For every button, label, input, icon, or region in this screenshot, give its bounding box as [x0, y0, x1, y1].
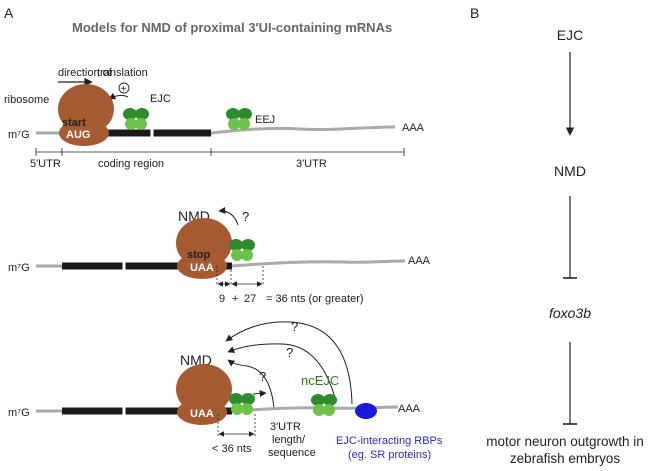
polya-label: AAA — [402, 122, 425, 134]
rbp-line2: (eg. SR proteins) — [348, 449, 431, 461]
b-outcome-line1: motor neuron outgrowth in — [486, 434, 644, 449]
feedback-arrow-1 — [225, 321, 353, 405]
b-outcome-line2: zebrafish embryos — [510, 451, 621, 466]
ejc-near-stop — [229, 393, 255, 415]
mrna-3utr-2 — [231, 259, 406, 268]
nts-plus: + — [232, 293, 238, 305]
cap-label-3: m⁷G — [8, 407, 30, 419]
question-2: ? — [242, 209, 249, 224]
plus-circle — [118, 82, 130, 94]
rbp-oval — [355, 403, 377, 419]
panel-a-title: Models for NMD of proximal 3′UI-containi… — [72, 20, 392, 35]
mrna-3utr — [210, 125, 396, 135]
utr-line1: 3′UTR — [270, 421, 301, 433]
coding-region-label: coding region — [98, 158, 164, 170]
ncejc-complex — [311, 394, 337, 416]
direction-label: direction of — [58, 67, 113, 79]
stop-label: stop — [187, 249, 211, 261]
utr-line2: length/ — [272, 434, 306, 446]
nts-27: 27 — [244, 293, 256, 305]
lt36-label: < 36 nts — [212, 443, 252, 455]
plus-sign: + — [121, 84, 127, 95]
b-nmd: NMD — [554, 163, 586, 179]
ncejc-label: ncEJC — [301, 373, 339, 388]
uaa-label-2: UAA — [190, 262, 214, 274]
utr-line3: sequence — [268, 447, 316, 459]
polya-label-3: AAA — [398, 403, 421, 415]
nmd-label-3: NMD — [180, 352, 212, 368]
translation-label: translation — [97, 67, 148, 79]
ejc-label: EJC — [150, 93, 171, 105]
enhance-arrow — [108, 92, 129, 100]
polya-label-2: AAA — [408, 255, 431, 267]
shift-arrow — [252, 389, 267, 397]
ejc-complex — [123, 108, 149, 130]
uaa-label-3: UAA — [190, 408, 214, 420]
ribosome-large-subunit — [58, 84, 114, 134]
panel-a-letter: A — [4, 5, 14, 21]
ribosome-small-subunit — [59, 120, 109, 146]
nts-9: 9 — [219, 293, 225, 305]
ribosome-small-subunit-2 — [177, 253, 227, 279]
feedback-arrow-3 — [227, 359, 275, 409]
feedback-arrow-2 — [227, 343, 336, 399]
nts-equation: = 36 nts (or greater) — [266, 293, 364, 305]
start-label: start — [62, 117, 86, 129]
utr5-label: 5′UTR — [30, 158, 61, 170]
ribosome-label: ribosome — [4, 94, 49, 106]
ejc-complex-2 — [229, 239, 255, 261]
cap-label-2: m⁷G — [8, 262, 30, 274]
question-3c: ? — [259, 369, 266, 384]
eej-label: EEJ — [255, 114, 275, 126]
model-1: direction of translation + ribosome star… — [4, 67, 425, 170]
eej-complex — [226, 108, 252, 130]
aug-label: AUG — [66, 129, 90, 141]
panel-b-letter: B — [470, 5, 479, 21]
nmd-arrow-2 — [218, 207, 239, 226]
ribosome-small-subunit-3 — [177, 399, 227, 425]
question-3a: ? — [291, 319, 298, 334]
rbp-line1: EJC-interacting RBPs — [336, 435, 443, 447]
cap-label: m⁷G — [8, 129, 30, 141]
b-ejc: EJC — [557, 27, 583, 43]
b-foxo3b: foxo3b — [549, 305, 591, 321]
question-3b: ? — [286, 345, 293, 360]
model-2: NMD ? stop UAA m⁷G AAA 9 + 27 = 36 nts (… — [8, 207, 431, 305]
model-3: NMD ? ? ? ? UAA ncEJC — [8, 319, 443, 461]
utr3-label: 3′UTR — [296, 158, 327, 170]
